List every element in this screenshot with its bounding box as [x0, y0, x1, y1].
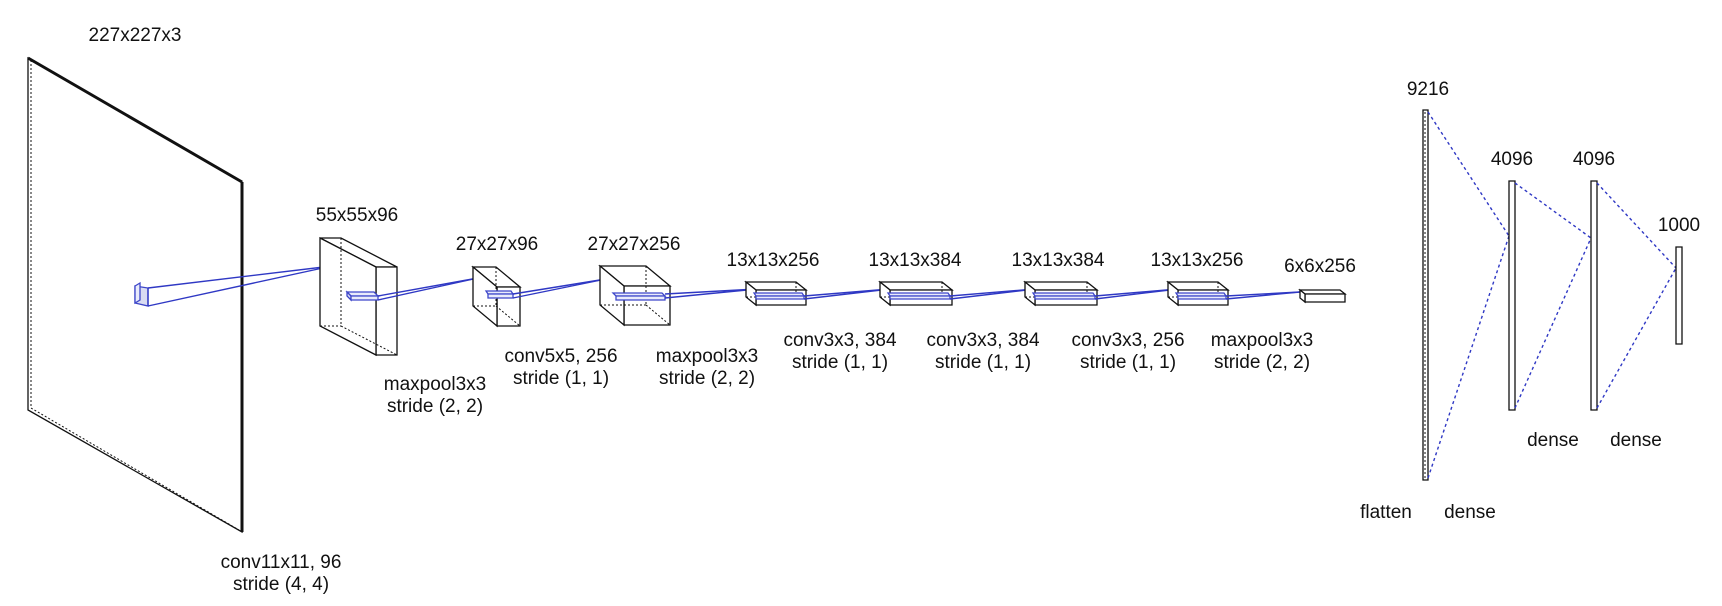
- dense-1-size-label: 4096: [1491, 149, 1533, 170]
- volume-6x6x256: [1298, 288, 1347, 304]
- flatten-size-label: 9216: [1407, 79, 1449, 100]
- kernel-patch-1: [345, 290, 380, 302]
- connector-1-2b: [377, 277, 479, 301]
- connector-input-to-conv1-b: [147, 265, 333, 307]
- volume-2-shape: 27x27x96: [456, 234, 538, 255]
- dense-2-op-label: dense: [1527, 430, 1579, 451]
- dense-3-size-label: 1000: [1658, 215, 1700, 236]
- dense-layer-3: [1675, 246, 1683, 345]
- kernel-patch-2: [484, 290, 515, 299]
- volume-1-op-line-1: maxpool3x3: [384, 374, 486, 395]
- dense-1-op-label: dense: [1444, 502, 1496, 523]
- volume-7-op-line-2: stride (2, 2): [1214, 352, 1310, 373]
- kernel-patch-5: [886, 292, 952, 300]
- dense-layer-1: [1508, 180, 1516, 411]
- connector-dense2-dense3: [1596, 182, 1677, 269]
- kernel-patch-3: [611, 292, 667, 301]
- kernel-patch-7: [1174, 292, 1228, 300]
- connector-dense1-dense2-b: [1514, 237, 1592, 409]
- connector-7-8b: [1225, 291, 1301, 300]
- volume-1-shape: 55x55x96: [316, 205, 398, 226]
- flatten-op-label: flatten: [1360, 502, 1412, 523]
- volume-5-op-line-1: conv3x3, 384: [926, 330, 1039, 351]
- input-op-line-1: conv11x11, 96: [221, 552, 342, 573]
- connector-flatten-dense1-b: [1427, 235, 1510, 479]
- volume-4-shape: 13x13x256: [727, 250, 820, 271]
- volume-13x13x384: [878, 280, 954, 307]
- dense-layer-2: [1590, 180, 1598, 411]
- volume-3-shape: 27x27x256: [588, 234, 681, 255]
- kernel-patch-6: [1031, 292, 1097, 300]
- connector-3-4b: [664, 288, 758, 299]
- volume-4-op-line-1: conv3x3, 384: [783, 330, 896, 351]
- volume-7-op-line-1: maxpool3x3: [1211, 330, 1313, 351]
- volume-3-op-line-1: maxpool3x3: [656, 346, 758, 367]
- volume-4-op-line-2: stride (1, 1): [792, 352, 888, 373]
- volume-13x13x256: [744, 280, 808, 307]
- connector-dense2-dense3-b: [1596, 267, 1677, 409]
- input-shape-label: 227x227x3: [89, 25, 182, 46]
- volume-13x13x256-b: [1166, 280, 1230, 307]
- volume-5-shape: 13x13x384: [869, 250, 962, 271]
- flatten-layer: [1422, 109, 1429, 481]
- input-op-line-2: stride (4, 4): [233, 574, 329, 595]
- kernel-patch-4: [752, 292, 806, 300]
- volume-7-shape: 13x13x256: [1151, 250, 1244, 271]
- connector-6-7b: [1094, 288, 1179, 300]
- volume-3-op-line-2: stride (2, 2): [659, 368, 755, 389]
- connector-4-5b: [803, 288, 891, 300]
- connector-2-3b: [512, 278, 607, 299]
- connector-dense1-dense2: [1514, 182, 1592, 239]
- volume-8-shape: 6x6x256: [1284, 256, 1356, 277]
- volume-1-op-line-2: stride (2, 2): [387, 396, 483, 417]
- volume-2-op-line-2: stride (1, 1): [513, 368, 609, 389]
- volume-5-op-line-2: stride (1, 1): [935, 352, 1031, 373]
- dense-3-op-label: dense: [1610, 430, 1662, 451]
- volume-2-op-line-1: conv5x5, 256: [504, 346, 617, 367]
- volume-13x13x384-b: [1023, 280, 1099, 307]
- volume-55x55x96: [319, 236, 398, 357]
- dense-2-size-label: 4096: [1573, 149, 1615, 170]
- input-volume: [27, 56, 244, 534]
- volume-27x27x256: [598, 264, 672, 327]
- connector-flatten-dense1: [1427, 111, 1510, 237]
- volume-6-shape: 13x13x384: [1012, 250, 1105, 271]
- volume-6-op-line-1: conv3x3, 256: [1071, 330, 1184, 351]
- volume-27x27x96: [471, 265, 522, 328]
- connector-input-to-conv1: [147, 265, 333, 289]
- volume-6-op-line-2: stride (1, 1): [1080, 352, 1176, 373]
- connector-5-6b: [949, 288, 1036, 300]
